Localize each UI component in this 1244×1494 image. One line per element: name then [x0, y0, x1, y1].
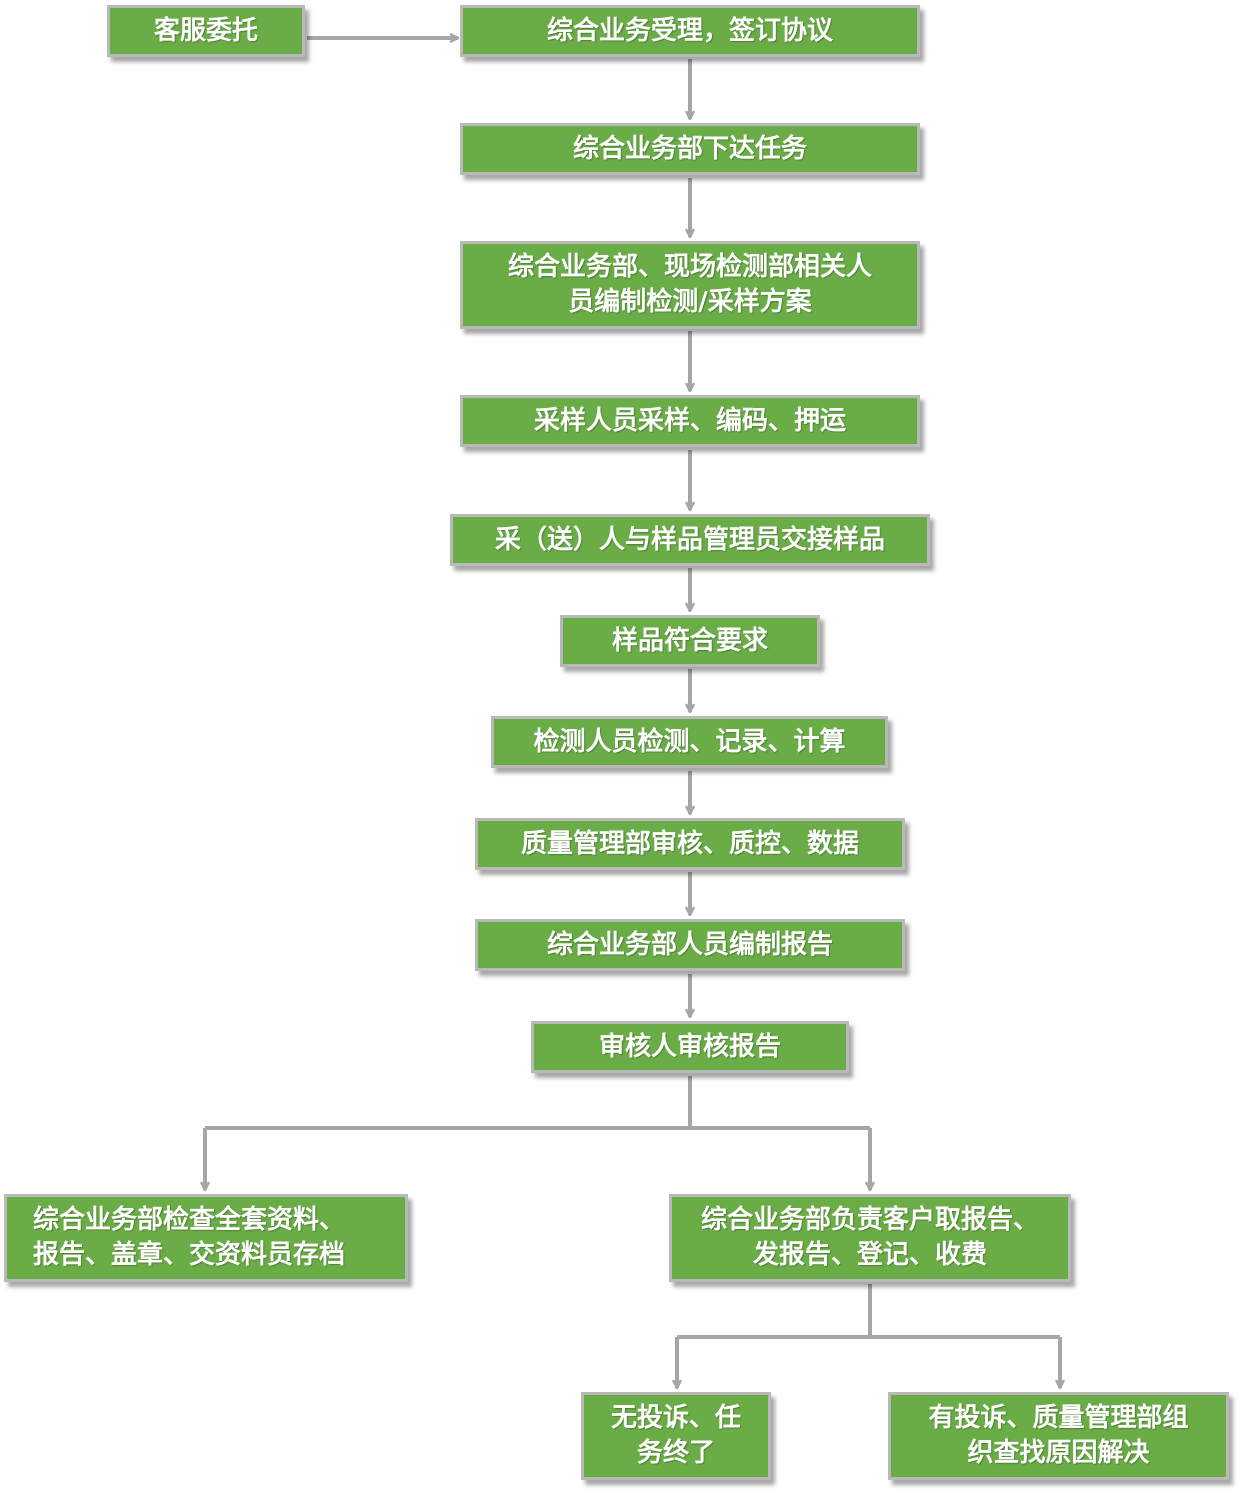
branch-review-split — [205, 1076, 870, 1130]
node-complaint-line2: 织查找原因解决 — [967, 1438, 1150, 1468]
node-no-complaint: 无投诉、任 务终了 — [581, 1392, 771, 1480]
node-plan: 综合业务部、现场检测部相关人 员编制检测/采样方案 — [460, 241, 920, 329]
node-testing-label: 检测人员检测、记录、计算 — [533, 726, 846, 757]
node-delivery: 综合业务部负责客户取报告、 发报告、登记、收费 — [669, 1194, 1071, 1282]
node-report-review: 审核人审核报告 — [531, 1021, 849, 1073]
node-plan-line1: 综合业务部、现场检测部相关人 — [507, 252, 872, 282]
node-sampling-label: 采样人员采样、编码、押运 — [533, 405, 846, 436]
node-archive-line2: 报告、盖章、交资料员存档 — [33, 1240, 346, 1270]
node-complaint-line1: 有投诉、质量管理部组 — [928, 1403, 1189, 1433]
node-qa-review: 质量管理部审核、质控、数据 — [475, 818, 905, 870]
node-testing: 检测人员检测、记录、计算 — [491, 716, 888, 768]
node-qa-review-label: 质量管理部审核、质控、数据 — [520, 828, 859, 859]
node-handover: 采（送）人与样品管理员交接样品 — [450, 514, 930, 566]
branch-delivery-split — [677, 1284, 1060, 1339]
node-assign-label: 综合业务部下达任务 — [572, 133, 807, 164]
node-report-prep-label: 综合业务部人员编制报告 — [546, 929, 833, 960]
node-report-review-label: 审核人审核报告 — [598, 1031, 781, 1062]
node-qualified-label: 样品符合要求 — [611, 625, 768, 656]
node-qualified: 样品符合要求 — [560, 615, 820, 667]
node-handover-label: 采（送）人与样品管理员交接样品 — [494, 524, 885, 555]
node-accept-label: 综合业务受理，签订协议 — [546, 15, 833, 46]
node-archive: 综合业务部检查全套资料、 报告、盖章、交资料员存档 — [4, 1194, 408, 1282]
node-no-complaint-line2: 务终了 — [636, 1438, 715, 1468]
node-complaint: 有投诉、质量管理部组 织查找原因解决 — [888, 1392, 1229, 1480]
node-commission-label: 客服委托 — [153, 15, 258, 46]
node-no-complaint-line1: 无投诉、任 — [610, 1403, 741, 1433]
node-accept: 综合业务受理，签订协议 — [460, 5, 920, 57]
node-report-prep: 综合业务部人员编制报告 — [475, 919, 905, 971]
node-plan-line2: 员编制检测/采样方案 — [568, 287, 812, 317]
node-delivery-line2: 发报告、登记、收费 — [752, 1240, 987, 1270]
node-sampling: 采样人员采样、编码、押运 — [460, 395, 920, 447]
node-commission: 客服委托 — [107, 5, 305, 57]
node-assign: 综合业务部下达任务 — [460, 123, 920, 175]
node-archive-line1: 综合业务部检查全套资料、 — [33, 1205, 346, 1235]
node-delivery-line1: 综合业务部负责客户取报告、 — [700, 1205, 1039, 1235]
